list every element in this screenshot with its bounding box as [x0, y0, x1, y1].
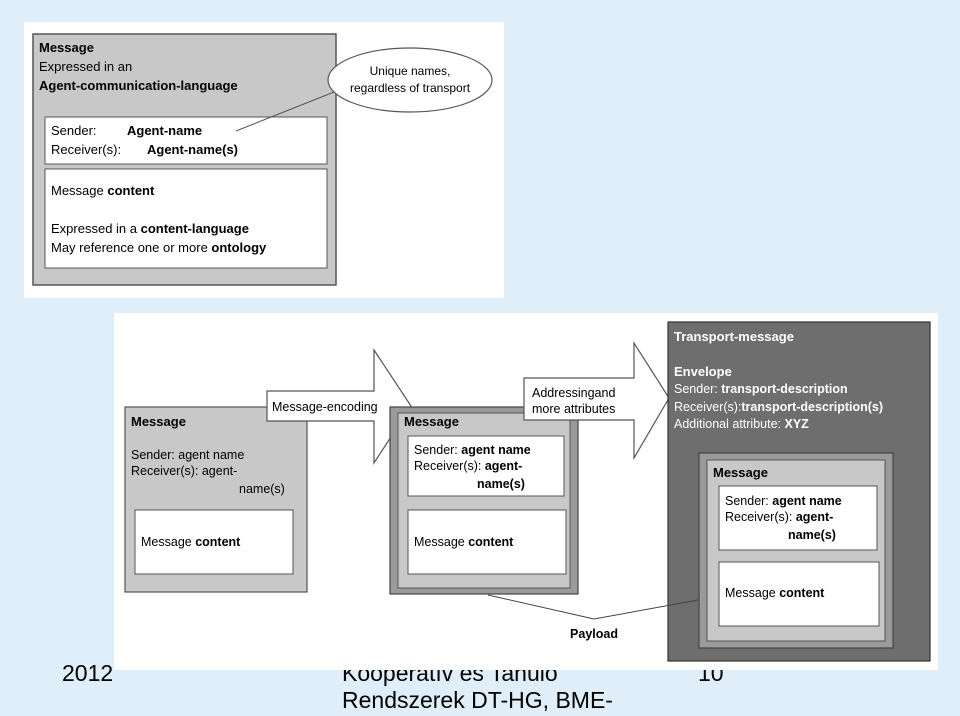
callout-line1: Unique names, [370, 64, 451, 78]
plain-message-sender: Sender: agent name [131, 448, 244, 462]
payload-message-title: Message [713, 465, 768, 480]
callout-ellipse [327, 47, 493, 113]
footer-title-line2: Rendszerek DT-HG, BME- [342, 687, 613, 713]
plain-message-content: Message content [141, 535, 241, 549]
transport-message-title: Transport-message [674, 329, 794, 344]
encoded-receiver: Receiver(s): agent- [414, 459, 522, 473]
payload-content-box [718, 561, 880, 627]
acl-content-label: Message content [51, 183, 155, 198]
acl-content-box [44, 168, 328, 269]
addressing-label-line2: more attributes [532, 402, 615, 416]
addressing-label-line1: Addressingand [532, 386, 615, 400]
envelope-additional: Additional attribute: XYZ [674, 417, 809, 431]
callout-line2: regardless of transport [350, 81, 471, 95]
payload-receiver-cont: name(s) [788, 528, 836, 542]
acl-message-line1: Expressed in an [39, 59, 132, 74]
encoded-message-title: Message [404, 414, 459, 429]
payload-receiver: Receiver(s): agent- [725, 510, 833, 524]
encoded-content-box [407, 509, 567, 575]
payload-address-box [718, 485, 878, 551]
acl-receiver-value: Agent-name(s) [147, 142, 238, 157]
acl-address-box [44, 116, 328, 165]
plain-message-content-box [134, 509, 294, 575]
payload-content: Message content [725, 586, 825, 600]
top-diagram-panel: Message Expressed in an Agent-communicat… [24, 22, 504, 298]
acl-content-language: Expressed in a content-language [51, 221, 249, 236]
transport-message-diagram: Message Sender: agent name Receiver(s): … [124, 321, 931, 662]
encoded-address-box [407, 435, 565, 497]
acl-message-diagram: Message Expressed in an Agent-communicat… [32, 33, 493, 286]
payload-line-right [593, 599, 699, 620]
plain-message-receiver: Receiver(s): agent- [131, 464, 237, 478]
acl-message-line2: Agent-communication-language [39, 78, 238, 93]
envelope-receiver: Receiver(s):transport-description(s) [674, 400, 883, 414]
envelope-label: Envelope [674, 364, 732, 379]
payload-sender: Sender: agent name [725, 494, 842, 508]
callout-pointer [235, 91, 335, 132]
envelope-sender: Sender: transport-description [674, 382, 848, 396]
plain-message-receiver-cont: name(s) [239, 482, 285, 496]
acl-sender-label: Sender: [51, 123, 97, 138]
payload-label: Payload [570, 627, 618, 641]
acl-sender-value: Agent-name [127, 123, 202, 138]
encoded-receiver-cont: name(s) [477, 477, 525, 491]
payload-line-left [487, 594, 595, 620]
message-encoding-label: Message-encoding [272, 400, 378, 414]
encoded-sender: Sender: agent name [414, 443, 531, 457]
acl-content-ontology: May reference one or more ontology [51, 240, 267, 255]
encoded-content: Message content [414, 535, 514, 549]
plain-message-title: Message [131, 414, 186, 429]
addressing-arrow [523, 340, 670, 461]
footer-year: 2012 [62, 660, 114, 686]
acl-receiver-label: Receiver(s): [51, 142, 121, 157]
acl-message-title: Message [39, 40, 94, 55]
bottom-diagram-panel: Message Sender: agent name Receiver(s): … [114, 313, 938, 670]
